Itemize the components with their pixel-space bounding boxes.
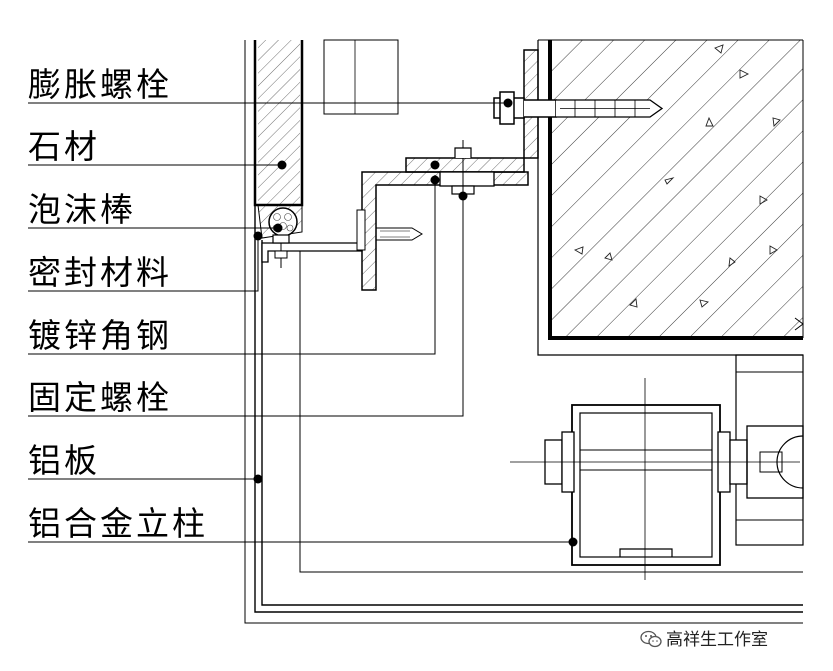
- label-fixing-bolt: 固定螺栓: [28, 378, 172, 417]
- concrete-wall: [537, 39, 804, 356]
- stone-panel: [253, 40, 304, 207]
- leader-dots: [253, 98, 578, 547]
- upper-stone-joint: [323, 39, 399, 115]
- galvanized-angle-steel: [356, 49, 539, 291]
- expansion-bolt: [493, 91, 664, 125]
- leader-lines: [28, 102, 573, 543]
- foam-rod: [257, 204, 303, 239]
- aluminum-panel: [244, 40, 803, 624]
- label-stone: 石材: [28, 127, 100, 166]
- watermark: 高祥生工作室: [640, 625, 768, 650]
- label-galvanized-angle: 镀锌角钢: [28, 316, 172, 355]
- label-aluminum-mullion: 铝合金立柱: [28, 504, 208, 543]
- label-aluminum-panel: 铝板: [28, 441, 100, 480]
- label-sealant: 密封材料: [28, 253, 172, 292]
- watermark-text: 高祥生工作室: [666, 630, 768, 650]
- panel-clip: [261, 234, 363, 268]
- label-foam-rod: 泡沫棒: [28, 190, 136, 229]
- wechat-icon: [640, 630, 662, 648]
- aluminum-mullion: [510, 354, 804, 580]
- label-expansion-bolt: 膨胀螺栓: [28, 65, 172, 104]
